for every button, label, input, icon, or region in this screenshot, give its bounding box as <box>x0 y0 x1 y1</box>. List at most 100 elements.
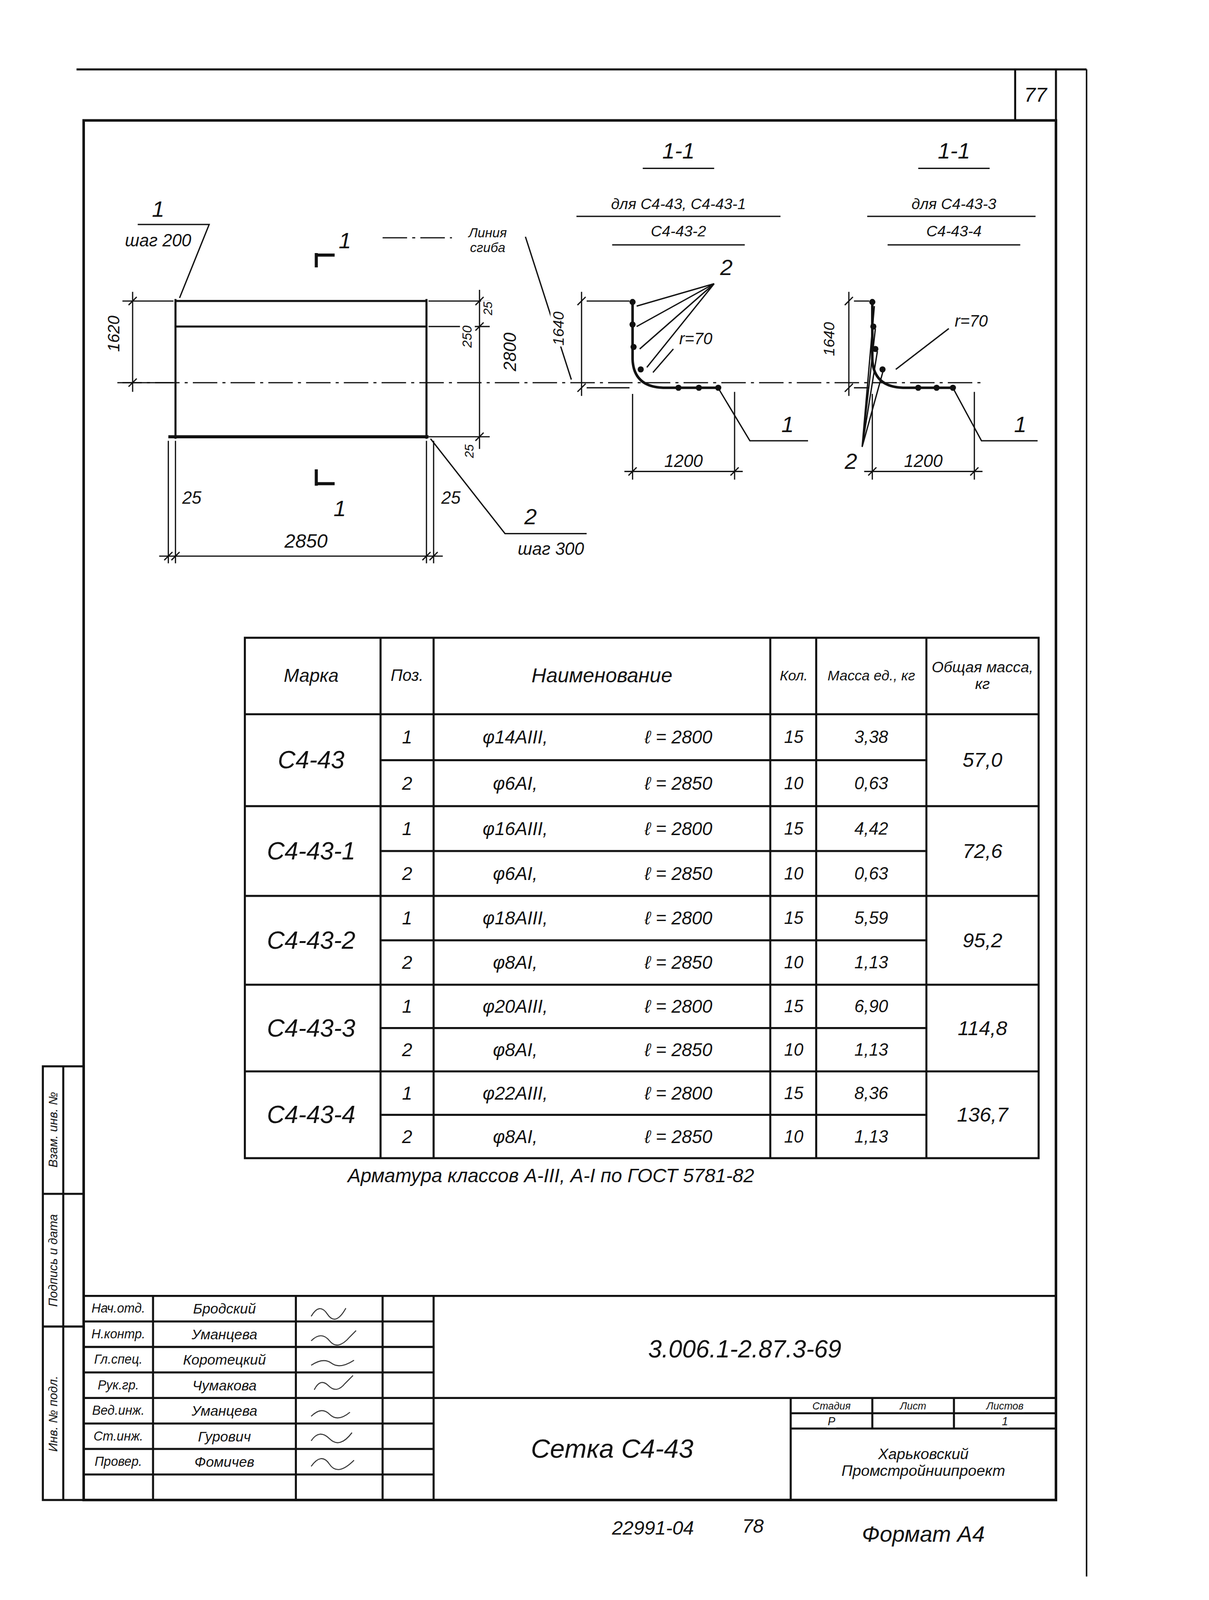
bar-dot <box>949 384 957 391</box>
table-mark: С4-43-1 <box>265 837 357 865</box>
format-note: Формат А4 <box>861 1521 986 1546</box>
dimension: 25 <box>481 300 495 316</box>
callout-number: 2 <box>843 448 859 474</box>
signature <box>311 1458 355 1470</box>
table-total-mass: 95,2 <box>961 928 1004 952</box>
table-bar: φ18АIII, <box>481 907 549 928</box>
leader-lines <box>137 168 1038 534</box>
table-bar: φ8АI, <box>492 1039 539 1060</box>
dimension-lines <box>586 300 630 388</box>
table-quantity: 15 <box>783 819 805 839</box>
dimension-lines <box>848 291 850 396</box>
mesh-plan <box>175 300 427 326</box>
signature-role: Рук.гр. <box>96 1377 141 1392</box>
table-mark: С4-43 <box>276 746 346 774</box>
dimension-lines <box>853 300 870 388</box>
dimension-lines <box>164 551 438 560</box>
bar-dot <box>695 384 703 391</box>
signature <box>311 1330 357 1345</box>
dimension: 1640 <box>820 320 838 357</box>
table-quantity: 10 <box>783 952 805 972</box>
stamp-header: Стадия <box>811 1400 852 1412</box>
table-position: 1 <box>400 818 413 839</box>
bent-bar <box>632 298 954 388</box>
dimension: 2800 <box>500 331 520 373</box>
section-subtitle: для С4-43-3 <box>910 195 998 213</box>
bar-dot <box>872 345 879 352</box>
table-length: ℓ = 2800 <box>643 726 714 747</box>
table-length: ℓ = 2850 <box>643 772 714 793</box>
table-length: ℓ = 2800 <box>643 1082 714 1104</box>
signature <box>314 1375 353 1390</box>
table-mark: С4-43-3 <box>265 1014 357 1041</box>
table-total-mass: 136,7 <box>956 1103 1010 1126</box>
dimension: 1200 <box>903 451 944 471</box>
bar-dot <box>630 343 637 350</box>
note: Арматура классов А-III, А-I по ГОСТ 5781… <box>346 1164 756 1187</box>
table-mark: С4-43-4 <box>265 1101 357 1128</box>
table-total-mass: 57,0 <box>961 748 1004 772</box>
bar-dot <box>933 384 940 391</box>
section-mark: 1 <box>332 495 347 521</box>
table-quantity: 15 <box>783 996 805 1016</box>
radius-note: r=70 <box>678 329 714 348</box>
specification-table <box>244 637 1039 1158</box>
document-code: 3.006.1-2.87.3-69 <box>647 1335 843 1363</box>
title-block <box>83 1294 1056 1297</box>
table-header: Наименование <box>530 664 674 687</box>
table-bar: φ22АIII, <box>481 1082 549 1104</box>
bend-line-note: Линия сгиба <box>454 226 521 256</box>
mesh-plan <box>175 298 427 439</box>
signature-role: Нач.отд. <box>90 1301 147 1316</box>
archive-number: 22991-04 <box>610 1516 695 1539</box>
table-mass: 5,59 <box>853 908 890 928</box>
mesh-plan <box>168 434 429 438</box>
dimension: 2850 <box>283 530 329 552</box>
section-subtitle: для С4-43, С4-43-1 <box>609 195 747 213</box>
table-header: Марка <box>283 665 340 686</box>
section-mark: 1 <box>337 228 352 254</box>
signature <box>311 1359 355 1366</box>
leader-lines <box>895 328 949 369</box>
table-bar: φ6АI, <box>492 772 539 793</box>
dimension-lines <box>122 300 174 383</box>
centerline <box>382 237 453 239</box>
dimension: 1620 <box>105 314 124 353</box>
dimension: 25 <box>181 488 203 508</box>
sheet-frame <box>1015 69 1057 121</box>
dimension: 1200 <box>663 451 705 471</box>
leader-lines <box>525 236 572 380</box>
signature-name: Гурович <box>197 1428 253 1444</box>
table-position: 1 <box>400 1082 413 1104</box>
table-quantity: 15 <box>783 1083 805 1103</box>
dimension: 25 <box>462 443 476 460</box>
table-bar: φ20АIII, <box>481 996 549 1017</box>
table-length: ℓ = 2850 <box>643 952 714 973</box>
title-block <box>790 1397 1057 1500</box>
spacing-note: шаг 300 <box>516 539 586 559</box>
table-position: 1 <box>400 726 413 747</box>
title-block <box>83 1295 1056 1500</box>
signature-role: Провер. <box>93 1454 144 1469</box>
table-quantity: 15 <box>783 908 805 928</box>
sheet-frame <box>1085 69 1088 1577</box>
signature <box>311 1307 347 1319</box>
centerline <box>117 381 985 384</box>
section-subtitle: С4-43-2 <box>650 223 708 241</box>
signature-name: Коротецкий <box>181 1351 267 1368</box>
bar-dot <box>870 323 877 330</box>
table-bar: φ16АIII, <box>481 818 549 839</box>
leader-lines <box>636 283 715 368</box>
sheet-number: 78 <box>741 1514 765 1536</box>
table-length: ℓ = 2800 <box>643 996 714 1017</box>
specification-table <box>244 714 1039 1072</box>
callout-number: 1 <box>1012 411 1028 437</box>
dimension-lines <box>844 296 853 392</box>
table-position: 1 <box>400 907 413 928</box>
bar-dot <box>629 298 957 391</box>
bar-dot <box>629 298 636 305</box>
table-position: 2 <box>400 1126 413 1147</box>
signature-name: Бродский <box>191 1300 257 1317</box>
table-quantity: 10 <box>783 1040 805 1060</box>
dimension-lines <box>864 391 983 480</box>
